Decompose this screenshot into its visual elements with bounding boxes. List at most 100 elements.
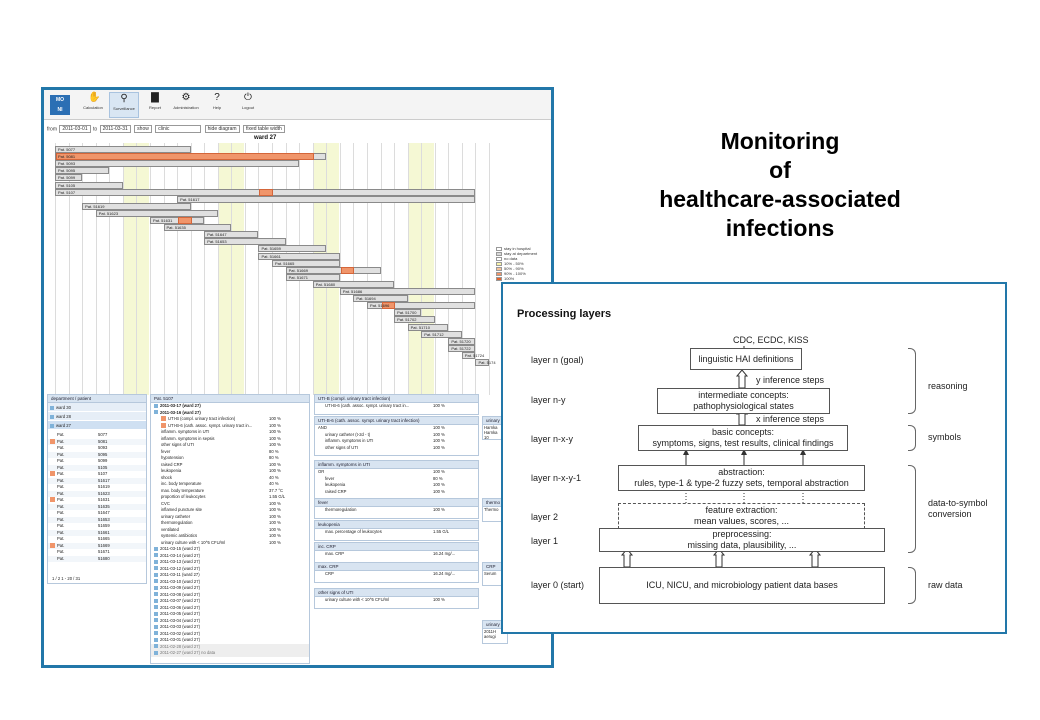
expand-icon[interactable] (154, 631, 158, 636)
patient-stay-bar[interactable]: Pat. 5174 (475, 359, 496, 366)
patient-stay-bar[interactable]: Pat. 51661 (258, 252, 340, 260)
hide-diagram-button[interactable]: hide diagram (204, 125, 240, 133)
toolbar-button-surveillance[interactable]: ⚲Surveillance (109, 92, 139, 118)
patient-stay-bar[interactable]: Pat. 51680 (312, 280, 395, 288)
patient-row[interactable]: Pat.5099 (48, 458, 146, 465)
toolbar-button-administration[interactable]: ⚙Administration (171, 92, 201, 118)
toolbar-button-report[interactable]: ▇Report (140, 92, 170, 118)
patient-row[interactable]: Pat.5077 (48, 432, 146, 439)
expand-icon[interactable] (154, 572, 158, 577)
patient-row[interactable]: Pat.51653 (48, 516, 146, 523)
date-row[interactable]: 2011-03-14 (ward 27) (151, 553, 309, 560)
expand-icon[interactable] (50, 405, 54, 410)
patient-row[interactable]: Pat.5093 (48, 445, 146, 452)
patient-stay-bar[interactable]: Pat. 5107 (55, 188, 476, 196)
expand-icon[interactable] (154, 403, 158, 408)
patient-row[interactable]: Pat.5105 (48, 464, 146, 471)
patient-row[interactable]: Pat.51647 (48, 510, 146, 517)
patient-stay-bar[interactable]: Pat. 51720 (448, 337, 476, 345)
patient-row[interactable]: Pat.51623 (48, 490, 146, 497)
patient-row[interactable]: Pat.51619 (48, 484, 146, 491)
patient-stay-bar[interactable]: Pat. 51724 (461, 351, 484, 359)
patient-row[interactable]: Pat.51659 (48, 523, 146, 530)
toolbar-button-calculation[interactable]: ✋Calculation (78, 92, 108, 118)
patient-row[interactable]: Pat.51635 (48, 503, 146, 510)
expand-icon[interactable] (154, 579, 158, 584)
concept-row[interactable]: UTI-B-6 (cath. assoc. sympt. urinary tra… (315, 403, 478, 410)
patient-row[interactable]: Pat.5107 (48, 471, 146, 478)
patient-stay-bar[interactable]: Pat. 51696 (366, 302, 476, 310)
date-row[interactable]: 2011-03-08 (ward 27) (151, 592, 309, 599)
patient-stay-bar[interactable]: Pat. 51710 (407, 323, 449, 331)
expand-icon[interactable] (154, 559, 158, 564)
expand-icon[interactable] (154, 410, 158, 415)
concept-row[interactable]: urinary catheter (t-2d - t)100 % (315, 432, 478, 439)
patient-stay-bar[interactable]: Pat. 51619 (82, 202, 191, 210)
tree-row[interactable]: 2011-03-17 (ward 27) (151, 403, 309, 410)
patient-stay-bar[interactable]: Pat. 51669 (285, 266, 381, 274)
patient-row[interactable]: Pat.51669 (48, 542, 146, 549)
expand-icon[interactable] (154, 611, 158, 616)
date-row[interactable]: 2011-03-07 (ward 27) (151, 598, 309, 605)
tree-row[interactable]: UTI-B-6 (cath. assoc. sympt. urinary tra… (151, 423, 309, 430)
expand-icon[interactable] (154, 605, 158, 610)
date-row[interactable]: 2011-03-04 (ward 27) (151, 618, 309, 625)
expand-icon[interactable] (154, 644, 158, 649)
date-row[interactable]: 2011-03-11 (ward 27) (151, 572, 309, 579)
toolbar-button-help[interactable]: ?Help (202, 92, 232, 118)
date-row[interactable]: 2011-03-03 (ward 27) (151, 624, 309, 631)
ward-item[interactable]: ward 28 (48, 412, 146, 421)
patient-row[interactable]: Pat.51665 (48, 536, 146, 543)
patient-stay-bar[interactable]: Pat. 5095 (55, 167, 110, 175)
patient-stay-bar[interactable]: Pat. 51659 (258, 245, 327, 253)
ward-item[interactable]: ward 27 (48, 421, 146, 430)
ward-item[interactable]: ward 30 (48, 403, 146, 412)
date-row[interactable]: 2011-03-15 (ward 27) (151, 546, 309, 553)
to-date-input[interactable]: 2011-03-31 (99, 125, 131, 133)
expand-icon[interactable] (154, 598, 158, 603)
date-row[interactable]: 2011-03-05 (ward 27) (151, 611, 309, 618)
patient-stay-bar[interactable]: Pat. 51623 (95, 209, 218, 217)
expand-icon[interactable] (154, 650, 158, 655)
patient-stay-bar[interactable]: Pat. 5081 (55, 153, 327, 161)
from-date-input[interactable]: 2011-03-01 (59, 125, 91, 133)
expand-icon[interactable] (154, 585, 158, 590)
date-row[interactable]: 2011-02-28 (ward 27) (151, 643, 309, 650)
fixed-table-width-button[interactable]: fixed table width (242, 125, 285, 133)
patient-stay-bar[interactable]: Pat. 51647 (204, 231, 259, 239)
pager[interactable]: 1 / 2 1 - 20 / 31 (52, 575, 81, 581)
date-row[interactable]: 2011-03-01 (ward 27) (151, 637, 309, 644)
date-row[interactable]: 2011-03-13 (ward 27) (151, 559, 309, 566)
scope-select[interactable]: clinic (155, 125, 202, 133)
patient-stay-bar[interactable]: Pat. 5099 (55, 174, 83, 182)
patient-row[interactable]: Pat.51661 (48, 529, 146, 536)
date-row[interactable]: 2011-03-06 (ward 27) (151, 605, 309, 612)
tree-row[interactable]: 2011-03-16 (ward 27) (151, 410, 309, 417)
patient-stay-bar[interactable]: Pat. 51700 (394, 309, 422, 317)
expand-icon[interactable] (50, 414, 54, 419)
